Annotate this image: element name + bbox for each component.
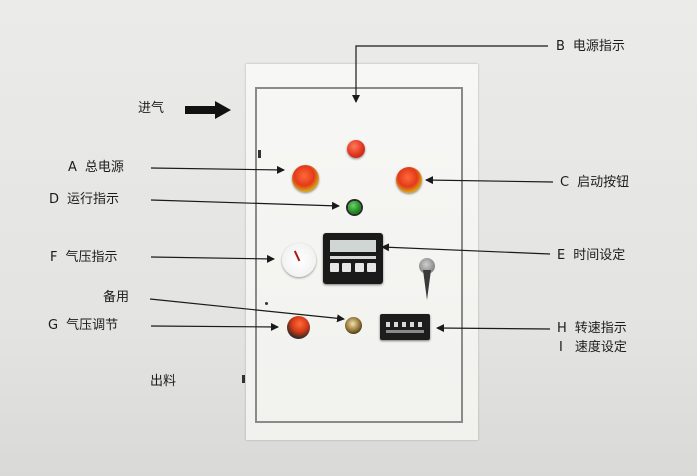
- gauge-needle-icon: [293, 250, 301, 262]
- inlet-arrow-icon: [185, 101, 231, 119]
- callout-I: I 速度设定: [559, 340, 627, 356]
- pressure-regulator-knob[interactable]: [287, 316, 310, 339]
- callout-C: C 启动按钮: [560, 175, 629, 191]
- timer-key[interactable]: [354, 263, 364, 272]
- callout-spare: 备用: [103, 290, 130, 305]
- callout-text: 时间设定: [573, 248, 626, 263]
- callout-letter: I: [559, 340, 563, 355]
- timer-key[interactable]: [366, 263, 376, 272]
- callout-letter: F: [50, 250, 58, 265]
- spare-button[interactable]: [345, 317, 362, 334]
- callout-H: H 转速指示: [557, 321, 627, 337]
- callout-text: 总电源: [84, 160, 124, 175]
- inlet-label: 进气: [138, 101, 165, 116]
- timer-display: [330, 240, 376, 252]
- timer-key[interactable]: [342, 263, 352, 272]
- power-indicator-lamp: [347, 140, 365, 158]
- start-button[interactable]: [396, 167, 422, 193]
- callout-text: 转速指示: [574, 321, 627, 336]
- panel-screw-icon: [265, 302, 268, 305]
- time-setting-controller[interactable]: [323, 233, 383, 284]
- run-indicator-lamp: [348, 201, 361, 214]
- callout-text: 电源指示: [572, 39, 625, 54]
- timer-label-strip: [330, 256, 376, 259]
- door-hinge-icon: [258, 150, 261, 158]
- speed-label-row: [386, 330, 424, 333]
- callout-text: 气压指示: [65, 250, 118, 265]
- callout-letter: E: [557, 248, 566, 263]
- callout-letter: B: [556, 39, 565, 54]
- callout-E: E 时间设定: [557, 248, 625, 264]
- door-latch-icon: [242, 375, 245, 383]
- callout-G: G 气压调节: [48, 318, 118, 334]
- pressure-gauge: [282, 243, 316, 277]
- callout-letter: C: [560, 175, 570, 190]
- callout-F: F 气压指示: [50, 250, 118, 266]
- callout-D: D 运行指示: [49, 192, 119, 208]
- callout-letter: H: [557, 321, 567, 336]
- main-power-switch[interactable]: [292, 165, 319, 192]
- timer-key[interactable]: [330, 263, 339, 272]
- speed-indicator-display: [380, 314, 430, 340]
- knob-shaft-icon: [423, 270, 431, 300]
- callout-text: 气压调节: [66, 318, 119, 333]
- callout-text: 运行指示: [67, 192, 120, 207]
- callout-text: 启动按钮: [577, 175, 630, 190]
- callout-letter: D: [49, 192, 60, 207]
- callout-letter: A: [68, 160, 77, 175]
- outlet-label: 出料: [150, 374, 177, 389]
- speed-setting-knob[interactable]: [418, 258, 436, 302]
- callout-B: B 电源指示: [556, 39, 625, 55]
- speed-digits: [386, 322, 424, 327]
- timer-keys: [330, 263, 376, 277]
- callout-letter: G: [48, 318, 59, 333]
- callout-A: A 总电源: [68, 160, 124, 176]
- callout-text: 速度设定: [574, 340, 627, 355]
